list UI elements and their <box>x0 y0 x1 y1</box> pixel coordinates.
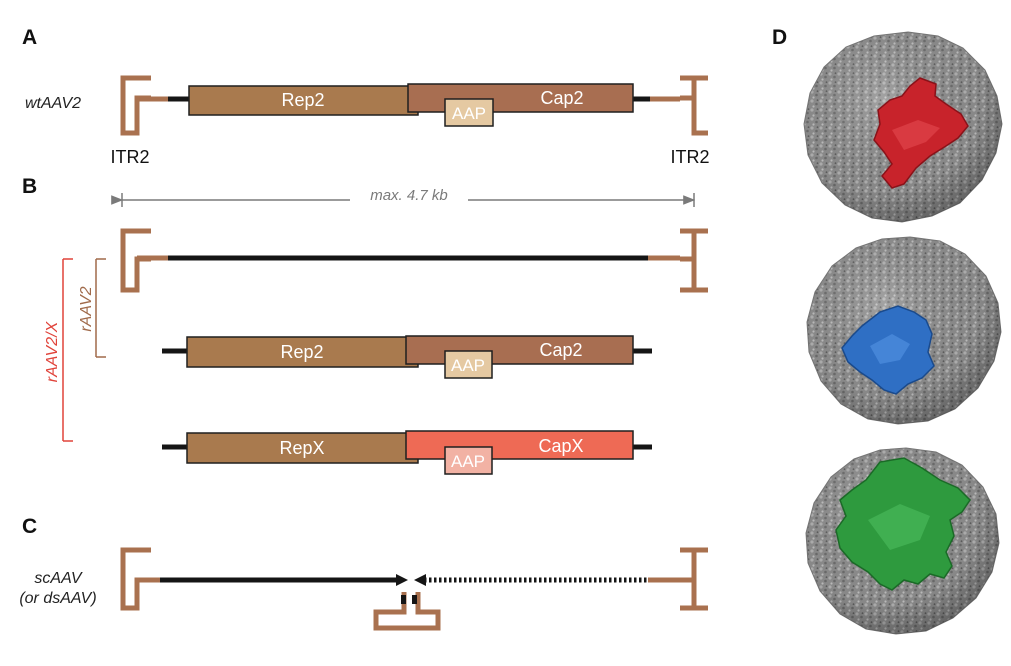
helper2-cap-label: CapX <box>538 436 583 456</box>
capsid-highlight-blue-detail <box>870 334 910 364</box>
aap-label: AAP <box>452 104 486 123</box>
helper1-cap-label: Cap2 <box>539 340 582 360</box>
helper1-rep-box <box>186 336 419 368</box>
cap2-label: Cap2 <box>540 88 583 108</box>
bracket-outer <box>62 258 73 442</box>
bracket-inner-label: rAAV2 <box>78 286 95 331</box>
itr-right-shape-aux <box>680 75 708 136</box>
sc-hairpin-mark-left <box>401 595 406 604</box>
helper1-cap-box <box>405 335 634 365</box>
helper1-aap-box <box>444 350 493 379</box>
panel-a-construct: Rep2 Cap2 AAP <box>120 75 708 136</box>
vector-itr-right-bars <box>680 228 708 293</box>
sc-hairpin <box>373 592 441 631</box>
sc-reverse-arrowhead <box>414 574 426 586</box>
helper2-aap-box <box>444 446 493 475</box>
bracket-inner <box>95 258 106 358</box>
capsid-highlight-green-detail <box>868 504 930 550</box>
rep2-label: Rep2 <box>281 90 324 110</box>
helper2-rep-box <box>186 432 419 464</box>
aap-box <box>444 98 494 127</box>
itr-left-label: ITR2 <box>110 147 149 167</box>
wtaav2-label: wtAAV2 <box>25 95 81 112</box>
itr-left-shape <box>120 75 151 136</box>
helper-plasmid-x: RepX CapX AAP <box>162 430 652 475</box>
size-label: max. 4.7 kb <box>370 187 448 204</box>
capsid-structure-blue <box>806 236 1002 425</box>
scaav-construct <box>120 547 708 631</box>
helper1-rep-label: Rep2 <box>280 342 323 362</box>
capsid-structure-green <box>805 447 1000 635</box>
capsid-structure-red <box>803 31 1003 223</box>
sc-forward-arrowhead <box>396 574 408 586</box>
size-label-bg <box>350 185 468 205</box>
capsid-highlight-red-detail <box>892 120 940 150</box>
helper2-cap-box <box>405 430 634 460</box>
bracket-outer-label: rAAV2/X <box>44 320 61 382</box>
scaav-label: scAAV <box>34 570 82 587</box>
panel-label-d: D <box>772 26 787 49</box>
itr-right-label: ITR2 <box>670 147 709 167</box>
panel-label-c: C <box>22 515 37 538</box>
helper2-rep-label: RepX <box>279 438 324 458</box>
sc-itr-right-bars <box>680 547 708 611</box>
helper2-aap-label: AAP <box>451 452 485 471</box>
vector-genome <box>120 228 708 293</box>
panel-label-b: B <box>22 175 37 198</box>
cap2-box <box>407 83 634 113</box>
helper-plasmid-2: Rep2 Cap2 AAP <box>162 335 652 379</box>
sc-hairpin-mark-right <box>412 595 417 604</box>
panel-label-a: A <box>22 26 37 49</box>
dsaav-label: (or dsAAV) <box>19 590 96 607</box>
helper1-aap-label: AAP <box>451 356 485 375</box>
